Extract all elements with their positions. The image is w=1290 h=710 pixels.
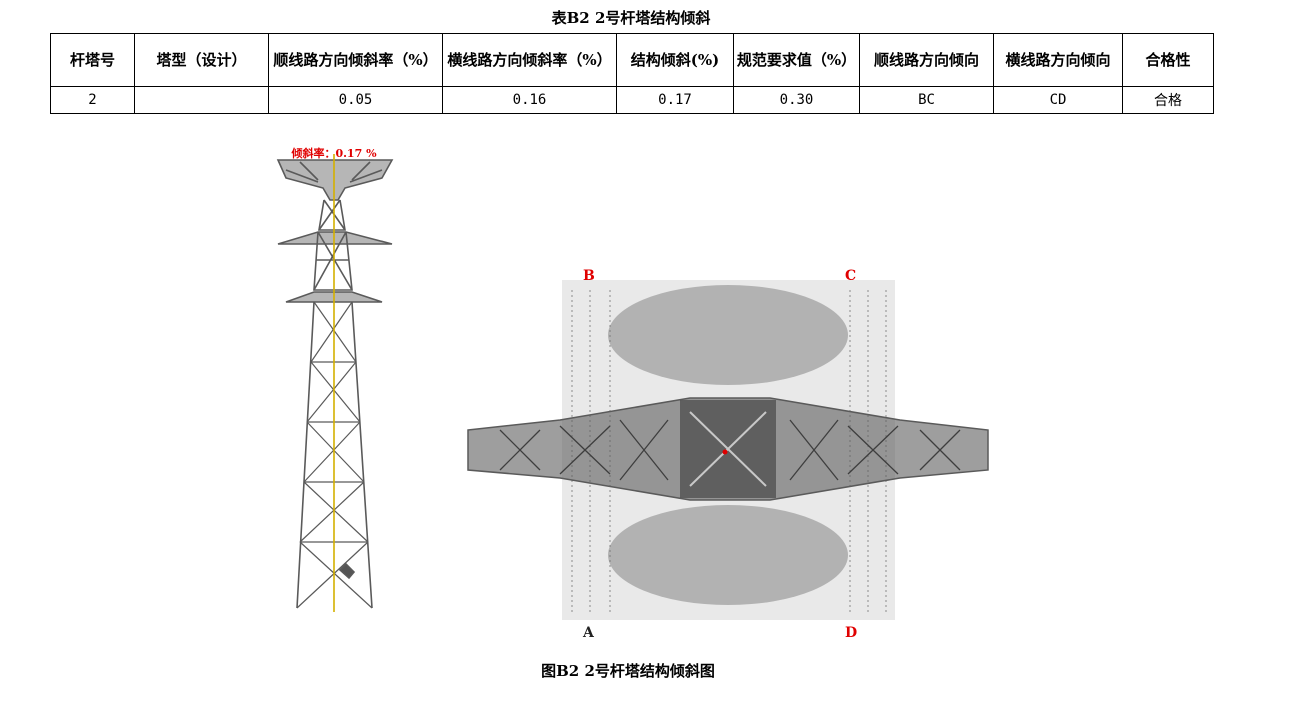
header-tower-no: 杆塔号: [50, 33, 135, 87]
table-title: 表B2 2号杆塔结构倾斜: [551, 9, 711, 27]
cell-along-line-direction: BC: [859, 86, 994, 114]
header-along-line-direction: 顺线路方向倾向: [859, 33, 994, 87]
header-cross-line-tilt: 横线路方向倾斜率（%）: [442, 33, 617, 87]
tower-side-view: [276, 159, 394, 609]
header-cross-line-direction: 横线路方向倾向: [993, 33, 1123, 87]
corner-labels: B C A D: [582, 268, 857, 641]
cell-cross-line-direction: CD: [993, 86, 1123, 114]
cell-tower-no: 2: [50, 86, 135, 114]
corner-label-a: A: [582, 625, 595, 641]
corner-label-d: D: [845, 625, 857, 641]
header-structure-tilt: 结构倾斜(%): [616, 33, 734, 87]
header-tower-type: 塔型（设计）: [134, 33, 269, 87]
tilt-rate-label: 倾斜率：0.17 %: [290, 146, 377, 160]
header-along-line-tilt: 顺线路方向倾斜率（%）: [268, 33, 443, 87]
cell-along-line-tilt: 0.05: [268, 86, 443, 114]
tower-top-view: [467, 280, 989, 620]
header-compliance: 合格性: [1122, 33, 1214, 87]
cell-structure-tilt: 0.17: [616, 86, 734, 114]
tower-tilt-figure: 倾斜率：0.17 % B C A: [276, 146, 989, 641]
cell-cross-line-tilt: 0.16: [442, 86, 617, 114]
cell-compliance: 合格: [1122, 86, 1214, 114]
corner-label-b: B: [583, 268, 595, 284]
corner-label-c: C: [845, 268, 856, 284]
cell-tower-type: [134, 86, 269, 114]
table-row: 2 0.05 0.16 0.17 0.30 BC CD 合格: [50, 86, 1214, 114]
cell-spec-value: 0.30: [733, 86, 860, 114]
figure-caption: 图B2 2号杆塔结构倾斜图: [541, 662, 715, 680]
table-header-row: 杆塔号 塔型（设计） 顺线路方向倾斜率（%） 横线路方向倾斜率（%） 结构倾斜(…: [50, 33, 1214, 87]
header-spec-value: 规范要求值（%）: [733, 33, 860, 87]
tilt-table: 杆塔号 塔型（设计） 顺线路方向倾斜率（%） 横线路方向倾斜率（%） 结构倾斜(…: [50, 33, 1214, 114]
